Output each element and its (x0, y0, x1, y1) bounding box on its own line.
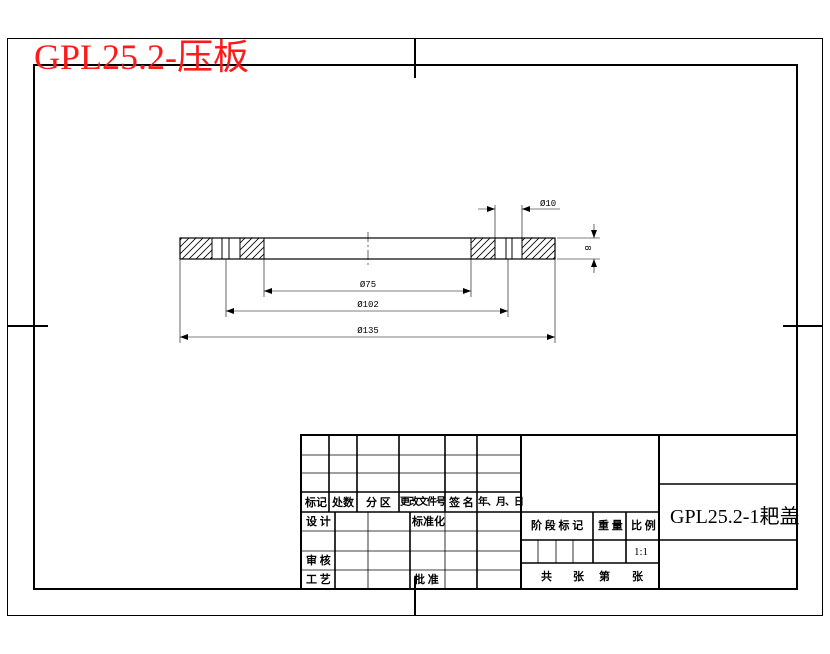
label-date: 年、月、日 (478, 497, 524, 508)
label-approve: 批 准 (414, 574, 439, 586)
hatch-left-outer (179, 237, 213, 260)
dim-d10: Ø10 (478, 199, 560, 238)
hatch-right-inner (470, 237, 496, 260)
label-standardization: 标准化 (412, 516, 445, 528)
label-stage-mark: 阶 段 标 记 (531, 520, 584, 532)
dim-thickness-label: 8 (582, 245, 592, 250)
label-weight: 重 量 (598, 520, 623, 532)
scale-value: 1:1 (634, 546, 649, 558)
dim-thickness: 8 (557, 224, 600, 273)
label-total: 共 (541, 571, 552, 583)
hatch-right-outer (521, 237, 556, 260)
dim-d75: Ø75 (263, 259, 472, 297)
label-process: 工 艺 (306, 574, 331, 586)
label-design: 设 计 (306, 516, 331, 528)
dim-d102-label: Ø102 (357, 300, 379, 310)
part-name: GPL25.2-1耙盖 (670, 506, 800, 528)
label-scale: 比 例 (631, 520, 656, 532)
dim-d75-label: Ø75 (360, 280, 376, 290)
title-block (300, 434, 798, 590)
drawing-title: GPL25.2-压板 (34, 37, 249, 77)
label-sheet-unit-2: 张 (632, 571, 643, 583)
plate-section-view (179, 232, 556, 265)
label-signature: 签 名 (449, 497, 474, 509)
dim-d102: Ø102 (225, 259, 509, 317)
dim-d10-label: Ø10 (540, 199, 556, 209)
label-review: 审 核 (306, 555, 331, 567)
label-count: 处数 (332, 497, 354, 509)
label-change-doc: 更改文件号 (400, 497, 446, 508)
label-mark: 标记 (305, 497, 327, 509)
hatch-left-inner (239, 237, 265, 260)
label-zone: 分 区 (366, 497, 391, 509)
label-sheet-unit-1: 张 (573, 571, 584, 583)
dim-d135: Ø135 (179, 259, 556, 343)
dim-d135-label: Ø135 (357, 326, 379, 336)
label-sheet-no: 第 (599, 571, 610, 583)
